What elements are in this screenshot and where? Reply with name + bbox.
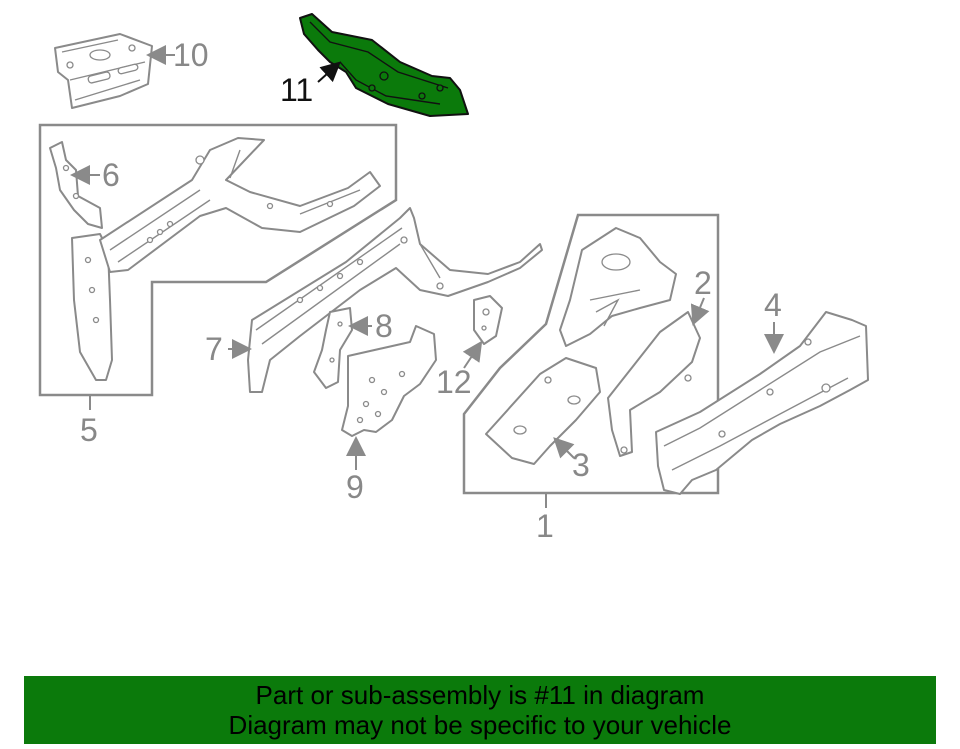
part-10	[54, 33, 153, 109]
part-5-assembly	[71, 137, 381, 381]
callout-12: 12	[436, 364, 472, 400]
diagram-canvas: 10 11 5 6 7 8	[38, 13, 869, 544]
part-4	[655, 311, 869, 495]
callout-10: 10	[173, 37, 209, 73]
part-11-highlighted	[299, 13, 469, 117]
callout-5: 5	[80, 412, 98, 448]
group-box-5	[38, 123, 398, 397]
part-3	[485, 357, 601, 465]
callout-7: 7	[205, 331, 223, 367]
callout-6: 6	[102, 157, 120, 193]
banner-line-1: Part or sub-assembly is #11 in diagram	[255, 680, 705, 710]
group-box-1	[462, 213, 720, 495]
part-9	[341, 325, 437, 437]
part-7	[247, 207, 543, 393]
callout-4: 4	[764, 287, 782, 323]
callout-9: 9	[346, 469, 364, 505]
part-12	[473, 295, 503, 345]
leader-12	[462, 340, 483, 369]
info-banner: Part or sub-assembly is #11 in diagram D…	[24, 676, 936, 744]
leader-3	[553, 437, 575, 459]
leader-2	[690, 297, 710, 326]
banner-line-2: Diagram may not be specific to your vehi…	[228, 710, 732, 740]
callout-3: 3	[572, 447, 590, 483]
callout-2: 2	[694, 265, 712, 301]
callout-8: 8	[375, 308, 393, 344]
leader-11	[317, 61, 341, 83]
strut-tower	[559, 227, 677, 347]
callout-1: 1	[536, 508, 554, 544]
part-2	[607, 311, 701, 457]
part-6	[49, 141, 103, 229]
callout-11: 11	[280, 72, 313, 108]
